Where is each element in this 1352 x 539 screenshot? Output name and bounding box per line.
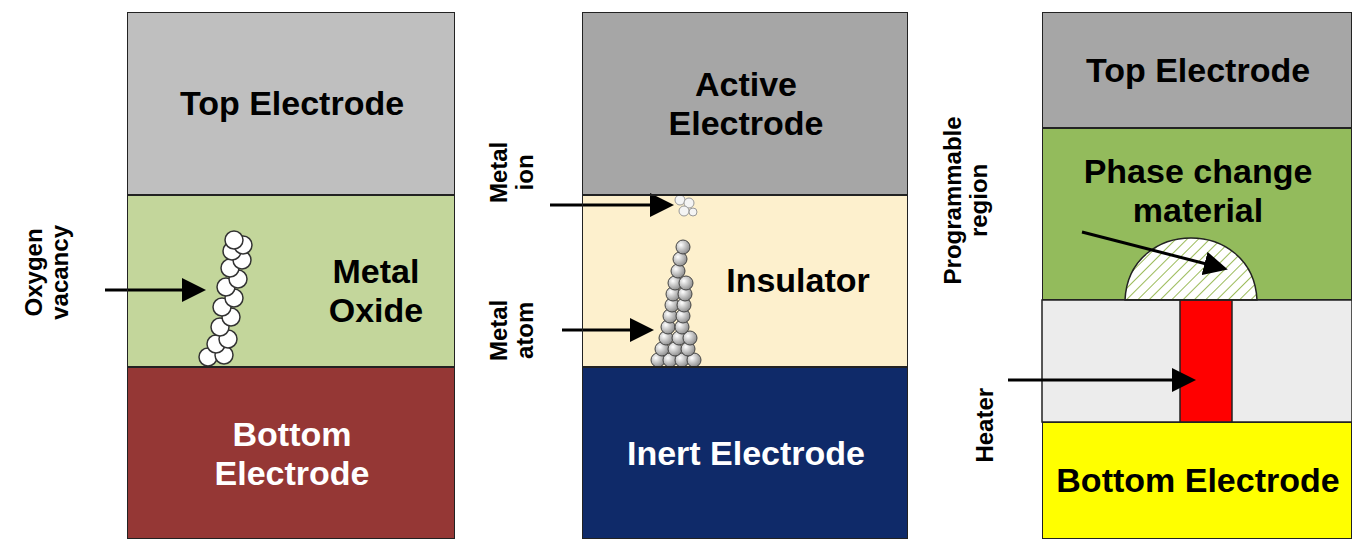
layer-label: Top Electrode — [137, 84, 447, 123]
callout-label: Programmable region — [940, 100, 993, 300]
layer-box: Metal Oxide — [127, 195, 455, 367]
metal-filament — [651, 240, 701, 367]
callout-label: Metal atom — [486, 290, 539, 370]
layer-label: Insulator — [698, 261, 898, 300]
layer-label: Metal Oxide — [301, 252, 451, 330]
layer-label: Bottom Electrode — [1053, 461, 1343, 500]
layer-box: Active Electrode — [582, 12, 908, 195]
metal-ions — [675, 195, 697, 216]
callout-label: Oxygen vacancy — [21, 212, 74, 332]
layer-box: Bottom Electrode — [127, 367, 455, 539]
layer-box: Inert Electrode — [582, 367, 908, 539]
layer-label: Top Electrode — [1048, 51, 1348, 90]
heater-element — [1180, 300, 1232, 422]
layer-label: Active Electrode — [621, 65, 871, 143]
vacancy-filament — [199, 231, 252, 366]
leader-arrows — [105, 205, 1222, 380]
layer-label: Phase change material — [1053, 152, 1343, 230]
layer-box: Top Electrode — [1042, 12, 1352, 128]
layer-box: Insulator — [582, 195, 908, 367]
layer-label: Inert Electrode — [621, 434, 871, 473]
layer-label: Bottom Electrode — [162, 415, 422, 493]
callout-label: Heater — [972, 365, 998, 485]
layer-box: Top Electrode — [127, 12, 455, 195]
layer-box: Bottom Electrode — [1042, 422, 1352, 539]
callout-label: Metal ion — [486, 132, 539, 212]
layer-box: Phase change material — [1042, 128, 1352, 300]
